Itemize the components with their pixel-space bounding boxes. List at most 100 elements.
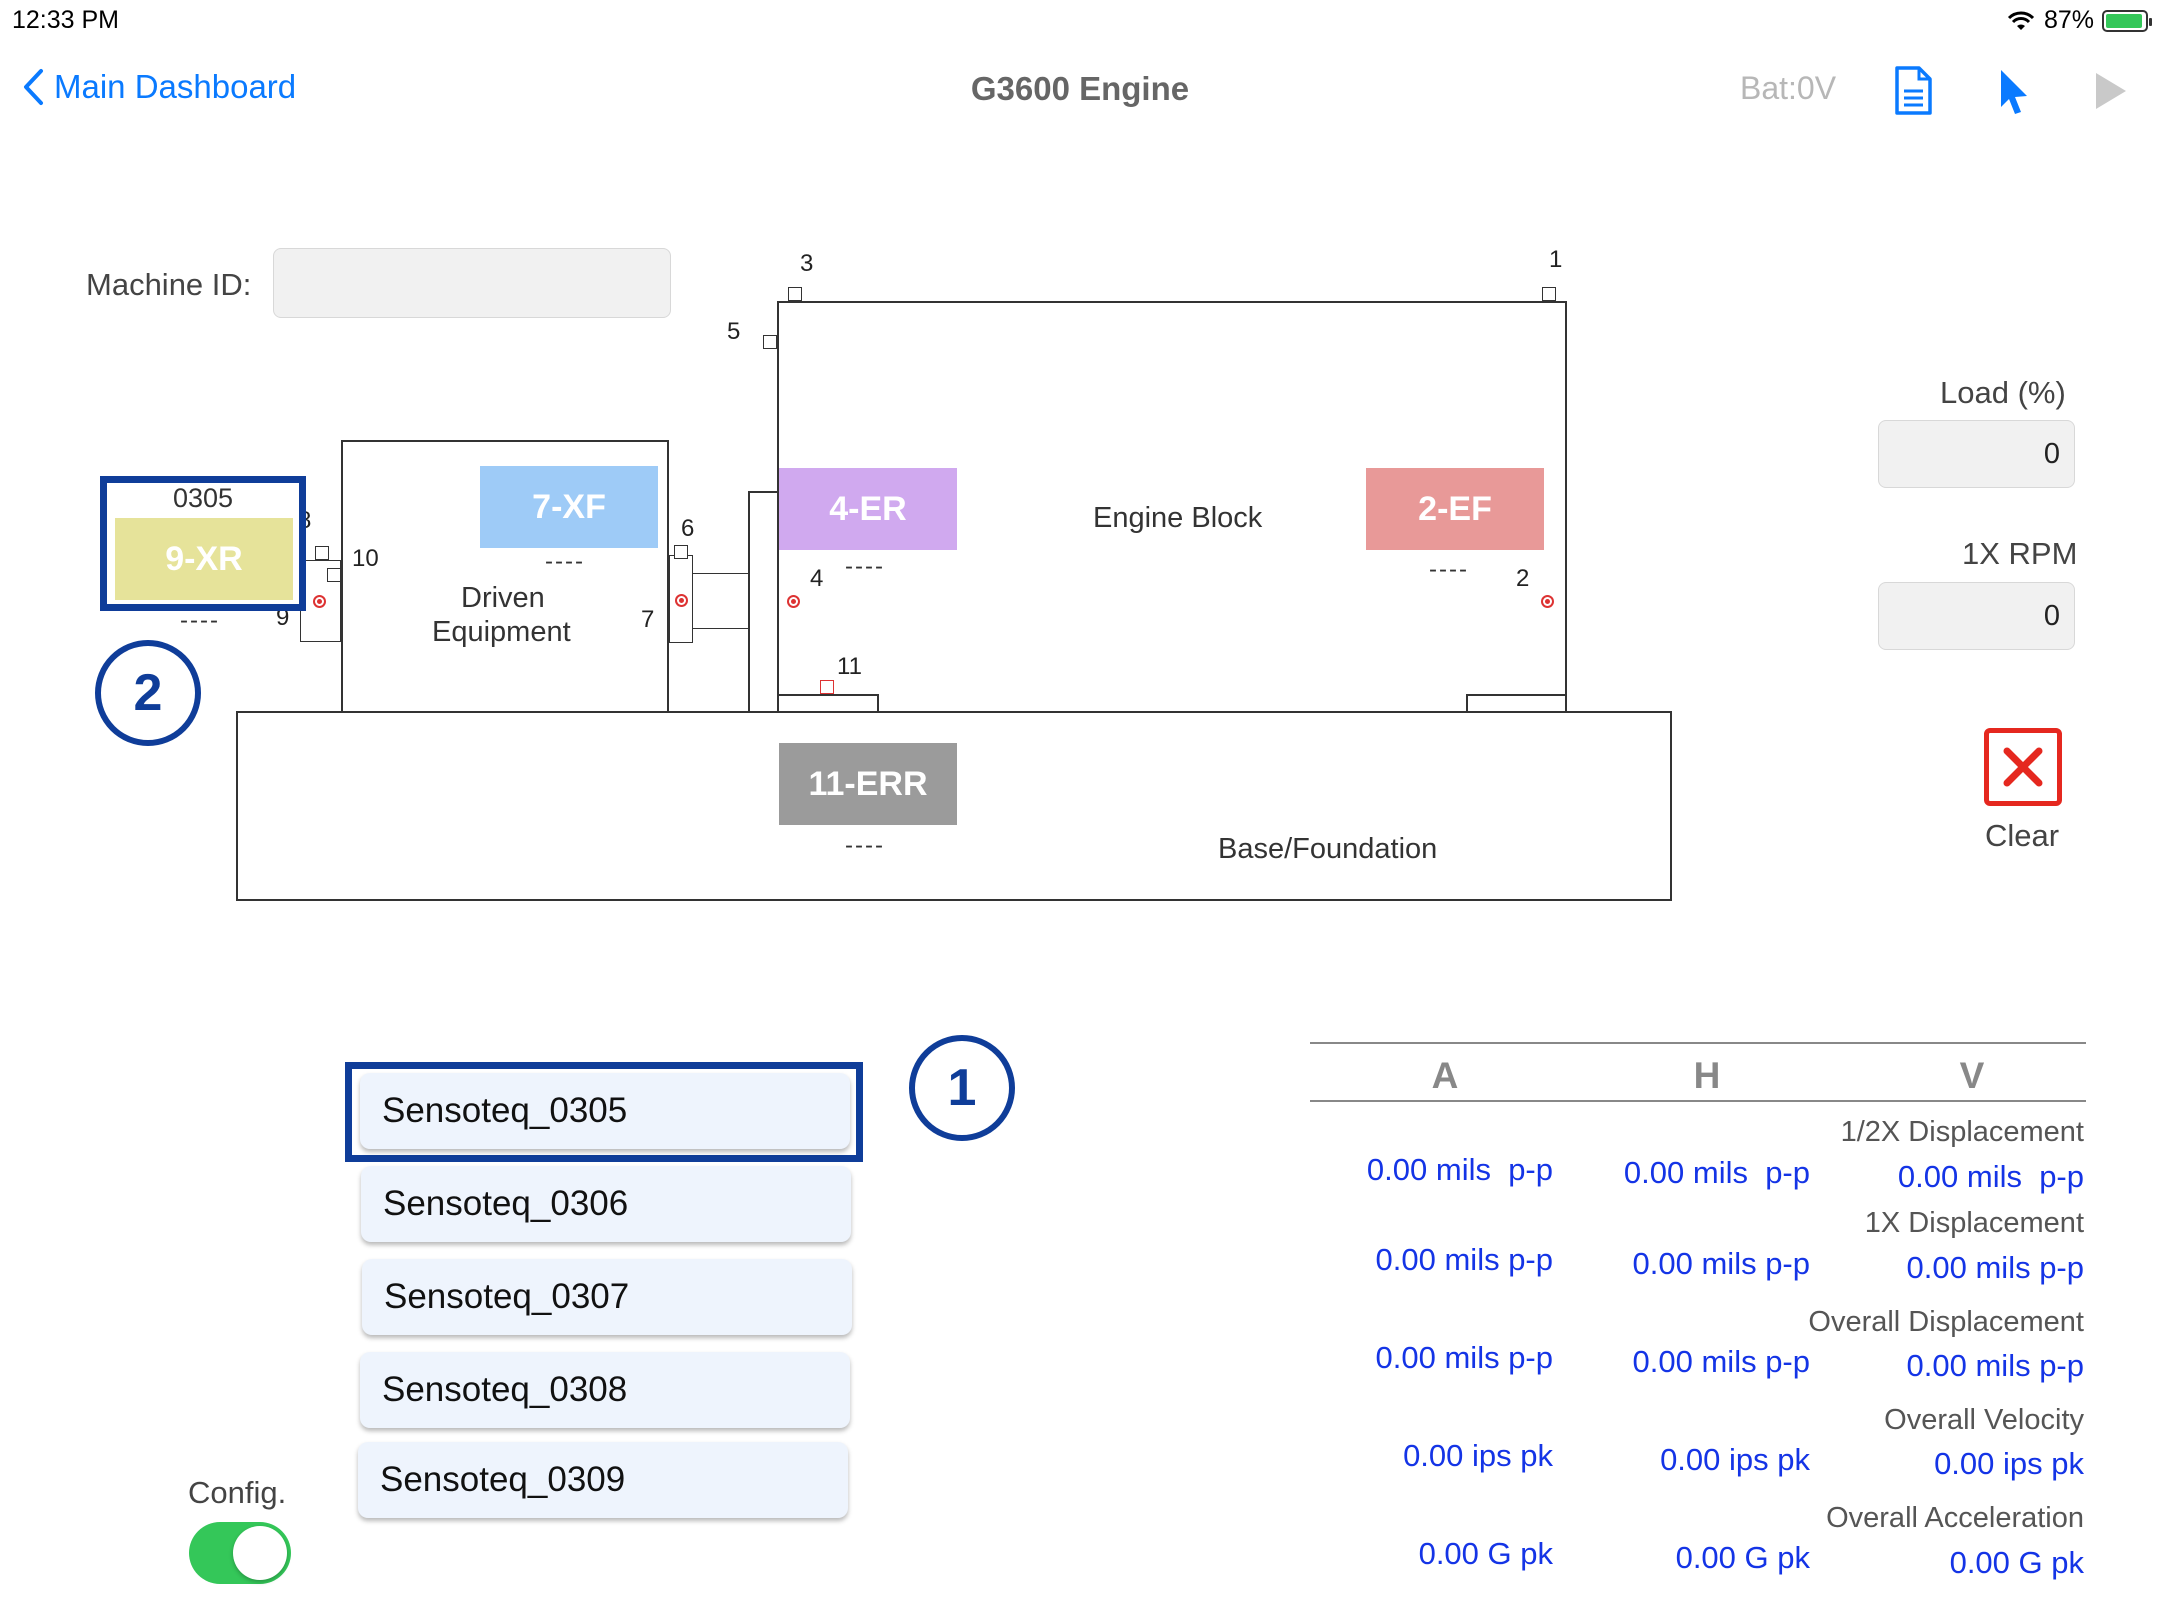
back-button[interactable]: Main Dashboard bbox=[22, 68, 296, 106]
point-10-label: 10 bbox=[352, 545, 379, 572]
value-h-1x: 0.00 mils p-p bbox=[1632, 1246, 1810, 1281]
load-label: Load (%) bbox=[1940, 375, 2066, 410]
sensor-dot-2 bbox=[1541, 595, 1554, 608]
engine-foot-left bbox=[777, 694, 879, 713]
engine-block-label: Engine Block bbox=[1093, 502, 1263, 534]
row-label-overall-acceleration: Overall Acceleration bbox=[1826, 1502, 2084, 1534]
value-v-acceleration: 0.00 G pk bbox=[1949, 1545, 2084, 1580]
value-v-1x: 0.00 mils p-p bbox=[1906, 1250, 2084, 1285]
config-label: Config. bbox=[188, 1475, 287, 1510]
point-3-marker bbox=[788, 287, 802, 301]
sensor-tag-7-xf[interactable]: 7-XF bbox=[480, 466, 658, 548]
sensor-tag-9-xr-id: 0305 bbox=[172, 483, 234, 513]
value-v-overall-disp: 0.00 mils p-p bbox=[1906, 1348, 2084, 1383]
sensor-tag-2-ef[interactable]: 2-EF bbox=[1366, 468, 1544, 550]
sensor-tag-7-xf-value: ---- bbox=[545, 548, 585, 575]
row-label-overall-displacement: Overall Displacement bbox=[1808, 1306, 2084, 1338]
driven-label-2: Equipment bbox=[432, 616, 571, 648]
sensor-tag-9-xr-value: ---- bbox=[180, 607, 220, 634]
sensor-item-0307[interactable]: Sensoteq_0307 bbox=[362, 1259, 852, 1335]
sensor-item-0306[interactable]: Sensoteq_0306 bbox=[361, 1166, 851, 1242]
document-icon[interactable] bbox=[1893, 66, 1933, 116]
column-header-a: A bbox=[1431, 1055, 1459, 1096]
point-4-label: 4 bbox=[810, 565, 824, 592]
load-input[interactable]: 0 bbox=[1878, 420, 2075, 488]
point-5-marker bbox=[763, 335, 777, 349]
sensor-item-0308[interactable]: Sensoteq_0308 bbox=[360, 1352, 850, 1428]
table-top-rule bbox=[1310, 1042, 2086, 1044]
table-header-rule bbox=[1310, 1100, 2086, 1102]
sensor-dot-9 bbox=[313, 595, 326, 608]
sensor-tag-11-err[interactable]: 11-ERR bbox=[779, 743, 957, 825]
sensor-item-0309[interactable]: Sensoteq_0309 bbox=[358, 1442, 848, 1518]
status-bar: 12:33 PM 87% bbox=[0, 0, 2160, 40]
point-1-label: 1 bbox=[1549, 246, 1563, 273]
highlight-box-sensor bbox=[345, 1062, 863, 1162]
value-h-acceleration: 0.00 G pk bbox=[1675, 1540, 1810, 1575]
point-11-label: 11 bbox=[837, 653, 862, 680]
value-a-acceleration: 0.00 G pk bbox=[1418, 1536, 1553, 1571]
back-label: Main Dashboard bbox=[54, 68, 297, 105]
value-a-velocity: 0.00 ips pk bbox=[1403, 1438, 1553, 1473]
machine-id-label: Machine ID: bbox=[86, 267, 252, 302]
status-right: 87% bbox=[2006, 6, 2152, 35]
sensor-item-0305[interactable]: Sensoteq_0305 bbox=[360, 1073, 850, 1149]
rpm-label: 1X RPM bbox=[1962, 536, 2078, 571]
value-h-velocity: 0.00 ips pk bbox=[1660, 1442, 1810, 1477]
machine-id-input[interactable] bbox=[273, 248, 671, 318]
shaft bbox=[693, 573, 748, 629]
row-label-1x-displacement: 1X Displacement bbox=[1864, 1207, 2084, 1239]
value-v-velocity: 0.00 ips pk bbox=[1934, 1446, 2084, 1481]
point-1-marker bbox=[1542, 287, 1556, 301]
engine-foot-right bbox=[1466, 694, 1567, 713]
battery-voltage: Bat:0V bbox=[1740, 70, 1837, 106]
clear-label: Clear bbox=[1985, 818, 2060, 853]
point-7-label: 7 bbox=[641, 606, 655, 633]
sensor-tag-9-xr[interactable]: 9-XR bbox=[115, 518, 293, 600]
chevron-left-icon bbox=[24, 69, 43, 105]
point-6-marker bbox=[674, 545, 688, 559]
coupling-driven-side bbox=[669, 555, 693, 643]
config-toggle[interactable] bbox=[189, 1522, 291, 1584]
play-icon[interactable] bbox=[2093, 70, 2129, 112]
driven-label-1: Driven bbox=[461, 582, 545, 614]
point-11-marker bbox=[820, 680, 834, 694]
clear-button[interactable] bbox=[1984, 728, 2062, 806]
point-3-label: 3 bbox=[800, 250, 814, 277]
toggle-knob bbox=[233, 1526, 287, 1580]
point-6-label: 6 bbox=[681, 515, 695, 542]
row-label-half-x-displacement: 1/2X Displacement bbox=[1840, 1116, 2084, 1148]
value-h-overall-disp: 0.00 mils p-p bbox=[1632, 1344, 1810, 1379]
highlight-box-9-xr bbox=[100, 476, 306, 611]
cursor-icon[interactable] bbox=[1997, 68, 2031, 116]
point-5-label: 5 bbox=[727, 318, 741, 345]
engine-bracket bbox=[748, 491, 777, 711]
sensor-dot-4 bbox=[787, 595, 800, 608]
close-icon bbox=[2003, 747, 2043, 787]
battery-icon bbox=[2102, 9, 2152, 32]
callout-1: 1 bbox=[909, 1035, 1015, 1141]
callout-2: 2 bbox=[95, 640, 201, 746]
outboard-bearing bbox=[300, 560, 341, 642]
value-a-half-x: 0.00 mils p-p bbox=[1366, 1152, 1553, 1187]
column-header-v: V bbox=[1959, 1055, 1985, 1096]
sensor-tag-2-ef-value: ---- bbox=[1429, 556, 1469, 583]
page-title: G3600 Engine bbox=[970, 70, 1190, 107]
sensor-dot-7 bbox=[675, 594, 688, 607]
sensor-tag-4-er[interactable]: 4-ER bbox=[779, 468, 957, 550]
battery-percent: 87% bbox=[2043, 6, 2094, 34]
value-a-overall-disp: 0.00 mils p-p bbox=[1375, 1340, 1553, 1375]
value-a-1x: 0.00 mils p-p bbox=[1375, 1242, 1553, 1277]
rpm-input[interactable]: 0 bbox=[1878, 582, 2075, 650]
wifi-icon bbox=[2007, 11, 2035, 30]
base-label: Base/Foundation bbox=[1218, 833, 1438, 865]
status-time: 12:33 PM bbox=[12, 6, 120, 34]
point-8-marker bbox=[315, 546, 329, 560]
value-h-half-x: 0.00 mils p-p bbox=[1623, 1155, 1810, 1190]
row-label-overall-velocity: Overall Velocity bbox=[1884, 1404, 2084, 1436]
point-10-marker bbox=[327, 568, 341, 582]
sensor-tag-4-er-value: ---- bbox=[845, 553, 885, 580]
sensor-tag-11-err-value: ---- bbox=[845, 832, 885, 859]
column-header-h: H bbox=[1693, 1055, 1721, 1096]
